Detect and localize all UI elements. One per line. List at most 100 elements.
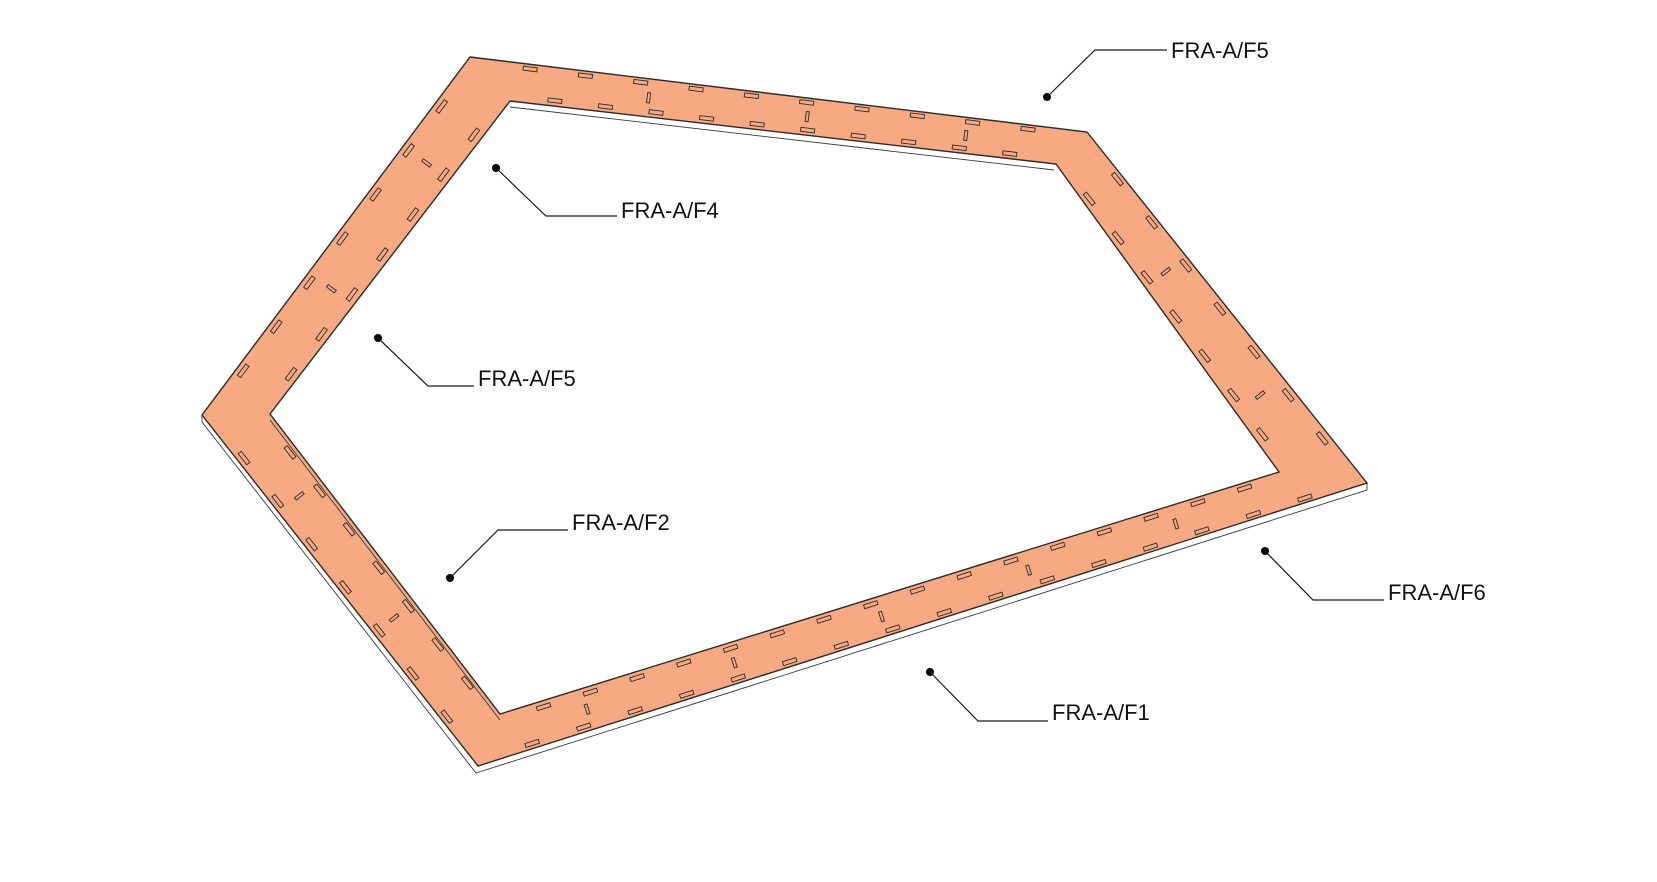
edge-tab bbox=[547, 97, 563, 105]
edge-tab bbox=[1245, 509, 1262, 519]
mid-slot bbox=[325, 283, 337, 294]
frame-slots bbox=[236, 65, 1329, 748]
edge-tab bbox=[435, 98, 449, 114]
edge-tab bbox=[336, 231, 349, 247]
mid-slot bbox=[293, 490, 305, 501]
edge-tab bbox=[1236, 483, 1253, 493]
leader-line bbox=[929, 671, 1048, 722]
edge-tab bbox=[575, 722, 592, 732]
frame-inner-depth-edge bbox=[269, 106, 1055, 721]
edge-tab bbox=[460, 675, 474, 691]
edge-tab bbox=[1194, 526, 1210, 536]
label-inner-bottom-left: FRA-A/F2 bbox=[572, 510, 670, 535]
edge-tab bbox=[781, 657, 798, 667]
edge-tab bbox=[1082, 191, 1096, 207]
edge-tab bbox=[833, 640, 850, 650]
frame-thickness-edge bbox=[201, 415, 1368, 774]
edge-tab bbox=[1140, 269, 1154, 285]
label-inner-left: FRA-A/F5 bbox=[478, 366, 576, 391]
edge-tab bbox=[406, 666, 420, 681]
edge-tab bbox=[1003, 556, 1019, 566]
edge-tab bbox=[401, 598, 415, 614]
edge-tab bbox=[951, 144, 967, 152]
edge-tab bbox=[338, 579, 352, 595]
edge-tab bbox=[1227, 387, 1241, 403]
edge-tab bbox=[799, 126, 816, 134]
edge-tab bbox=[648, 109, 664, 116]
edge-tab bbox=[305, 536, 319, 552]
leader-line bbox=[1046, 49, 1167, 98]
mid-slot bbox=[1172, 518, 1180, 530]
mid-slot bbox=[646, 92, 652, 104]
leader-right: FRA-A/F6 bbox=[1261, 547, 1486, 605]
label-top-right: FRA-A/F5 bbox=[1171, 38, 1269, 63]
mid-slot bbox=[1025, 564, 1033, 576]
edge-tab bbox=[1142, 542, 1159, 552]
edge-tab bbox=[524, 738, 541, 748]
edge-tab bbox=[406, 207, 420, 223]
edge-tab bbox=[1110, 171, 1124, 187]
edge-tab bbox=[372, 560, 386, 576]
edge-tab bbox=[271, 493, 285, 509]
edge-tab bbox=[850, 132, 866, 140]
edge-tab bbox=[1315, 431, 1329, 446]
edge-tab bbox=[236, 363, 250, 379]
edge-tab bbox=[730, 673, 747, 683]
edge-tab bbox=[1179, 258, 1193, 273]
edge-tab bbox=[629, 673, 645, 683]
mid-slot bbox=[420, 158, 433, 168]
edge-tab bbox=[633, 78, 649, 86]
edge-tab bbox=[743, 92, 760, 100]
edge-tab bbox=[582, 687, 599, 697]
mid-slot bbox=[804, 110, 810, 123]
mid-slot bbox=[1254, 390, 1266, 401]
edge-tab bbox=[402, 142, 416, 158]
edge-tab bbox=[987, 591, 1004, 601]
leader-line bbox=[495, 167, 617, 217]
edge-tab bbox=[522, 65, 538, 73]
edge-tab bbox=[1111, 230, 1125, 246]
edge-tab bbox=[1096, 527, 1113, 537]
mid-slot bbox=[583, 703, 591, 715]
mid-slot bbox=[963, 129, 969, 142]
label-right: FRA-A/F6 bbox=[1388, 580, 1486, 605]
edge-tab bbox=[283, 445, 297, 460]
mid-slot bbox=[730, 657, 738, 669]
edge-tab bbox=[862, 600, 879, 610]
edge-tab bbox=[769, 629, 786, 639]
edge-tab bbox=[467, 127, 481, 143]
edge-tab bbox=[1169, 309, 1183, 324]
edge-tab bbox=[535, 702, 552, 712]
edge-tab bbox=[313, 483, 327, 499]
frame-ring bbox=[202, 57, 1367, 766]
mid-slot bbox=[1160, 266, 1172, 277]
leader-bottom: FRA-A/F1 bbox=[926, 668, 1150, 725]
edge-tab bbox=[909, 112, 925, 120]
leader-line bbox=[1264, 550, 1384, 601]
edge-tab bbox=[816, 614, 832, 624]
edge-tab bbox=[722, 643, 739, 653]
edge-tab bbox=[369, 187, 383, 202]
edge-tab bbox=[936, 607, 953, 618]
edge-tab bbox=[799, 99, 815, 106]
edge-tab bbox=[1190, 498, 1206, 508]
edge-tab bbox=[237, 450, 251, 466]
edge-tab bbox=[1091, 558, 1107, 569]
edge-tab bbox=[315, 326, 328, 342]
edge-tab bbox=[675, 658, 692, 668]
edge-tab bbox=[1255, 426, 1269, 442]
frame-inner-edge bbox=[269, 100, 1281, 715]
edge-tab bbox=[749, 120, 765, 128]
leader-line bbox=[449, 529, 568, 579]
edge-tab bbox=[1281, 387, 1295, 403]
mid-slot bbox=[877, 610, 886, 623]
edge-tab bbox=[1297, 493, 1313, 503]
leader-inner-left: FRA-A/F5 bbox=[374, 334, 576, 391]
leader-inner-bottom-left: FRA-A/F2 bbox=[446, 510, 670, 582]
edge-tab bbox=[854, 105, 870, 113]
edge-tab bbox=[372, 623, 386, 638]
edge-tab bbox=[1049, 541, 1066, 551]
edge-tab bbox=[909, 585, 926, 595]
edge-tab bbox=[1213, 301, 1227, 317]
